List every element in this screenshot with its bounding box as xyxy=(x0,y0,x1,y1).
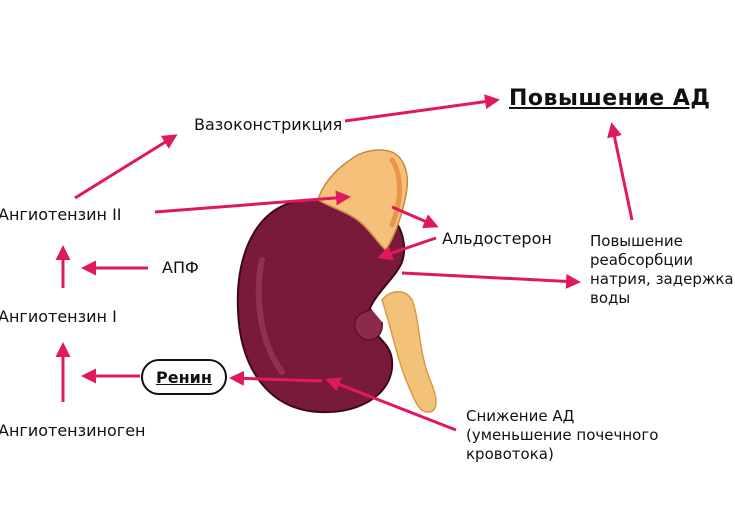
arrow-kidney-to-sodium-reabsorption xyxy=(401,271,581,289)
arrow-kidney-to-renin xyxy=(229,370,323,386)
aldosterone-label: Альдостерон xyxy=(442,229,552,248)
vasoconstriction-label: Вазоконстрикция xyxy=(194,115,343,134)
angiotensin1-label: Ангиотензин I xyxy=(0,307,117,326)
adrenal-gland-shade xyxy=(389,157,402,228)
kidney-highlight xyxy=(255,257,285,375)
angiotensinogen-label: Ангиотензиноген xyxy=(0,421,146,440)
arrow-aldosterone-to-kidney xyxy=(377,236,437,261)
angiotensin2-label: Ангиотензин II xyxy=(0,205,122,224)
sodium-reabsorption-line: реабсорбции xyxy=(590,251,694,269)
bp-decrease-line: кровотока) xyxy=(466,445,554,463)
ace-label: АПФ xyxy=(162,258,199,277)
arrow-angiotensin2-to-vasoconstriction xyxy=(74,134,178,200)
renin-label: Ренин xyxy=(141,359,227,395)
arrow-vasoconstriction-to-bp-increase xyxy=(344,94,500,123)
sodium-reabsorption-line: натрия, задержка xyxy=(590,270,734,288)
kidney-hilum xyxy=(353,309,383,341)
arrow-sodium-reabsorption-to-bp-increase xyxy=(607,122,634,221)
ureter-shape xyxy=(381,291,437,413)
sodium-reabsorption-label: Повышение реабсорбции натрия, задержка в… xyxy=(590,232,734,308)
arrow-bp-decrease-to-kidney xyxy=(325,377,457,432)
bp-decrease-label: Снижение АД (уменьшение почечного кровот… xyxy=(466,407,658,464)
bp-increase-title: Повышение АД xyxy=(509,86,711,111)
bp-decrease-line: (уменьшение почечного xyxy=(466,426,659,444)
arrow-adrenal-to-aldosterone xyxy=(391,205,439,229)
sodium-reabsorption-line: Повышение xyxy=(590,232,683,250)
sodium-reabsorption-line: воды xyxy=(590,289,631,307)
arrow-angiotensin2-to-adrenal xyxy=(154,190,351,214)
adrenal-gland-shape xyxy=(317,149,409,252)
bp-decrease-line: Снижение АД xyxy=(466,407,575,425)
